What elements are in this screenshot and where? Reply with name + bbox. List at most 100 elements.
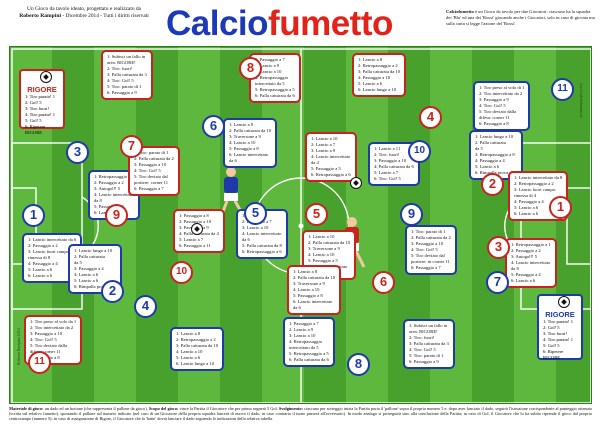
football-icon <box>191 223 203 235</box>
player-number-n9r[interactable]: 9 <box>105 204 128 227</box>
player-number-n3b[interactable]: 3 <box>66 141 89 164</box>
rigore-line: 4: Tiro parato! 1 <box>543 337 573 342</box>
card-line: 1: Lancio a 8 <box>229 122 254 127</box>
player-number-n11r[interactable]: 11 <box>28 351 51 374</box>
player-number-n1b[interactable]: 1 <box>22 204 45 227</box>
card-line: 3: Lancio fuori campo: <box>28 249 71 254</box>
card-line: 6: Rimpalla prova da 9 <box>74 284 117 289</box>
footer-heading: Svolgimento: <box>278 406 303 411</box>
player-number-n5r[interactable]: 5 <box>305 203 328 226</box>
card-line: 1: Tiro: parato di 1 <box>134 150 169 155</box>
card-line: 1: Tiro: parato di 1 <box>411 229 446 234</box>
card-line: 1: Tiro preso al volo di 1 <box>479 85 525 90</box>
card-line: 3: Palla catturata da 10 <box>358 69 401 74</box>
card-line: 5: Lancio a 7 <box>374 170 399 175</box>
card-line: 5: Tiro: parato di 1 <box>107 84 142 89</box>
card-line: 3: Lancio a 10 <box>255 69 282 74</box>
card-line: 5: Tiro deviato dalla <box>30 343 68 348</box>
player-number-n4[interactable]: 4 <box>419 106 442 129</box>
player-number-n9b[interactable]: 9 <box>400 203 423 226</box>
card-line: 2: Tiro: fuori! <box>374 152 400 157</box>
card-line: 6: Lancio lungo a 10 <box>176 361 215 366</box>
card-line: 4: Lancio intercettato <box>511 260 551 265</box>
card-line: difesa: corner 11 <box>30 349 61 354</box>
card-line: rimessa di 8 <box>28 255 51 260</box>
card-line: 4: Passaggio a 4 <box>28 261 58 266</box>
card-line: 3: Traversone a 9 <box>293 281 325 286</box>
card-line: 1: Lancio intercettato da 8 <box>514 175 563 180</box>
card-line: 4: Lancio intercettato <box>94 192 134 197</box>
card-line: 5: Tiro deviato dal <box>134 174 168 179</box>
card-line: 1: Lancio a 11 <box>374 146 401 151</box>
card-line: 3: Passaggio a 10 <box>374 158 407 163</box>
rigore-line: 6: Ripetere RIGORE <box>25 124 46 135</box>
card-line: difesa: corner 11 <box>479 115 510 120</box>
action-card-r10: 1: Passaggio a 82: Passaggio a 103: Pass… <box>173 209 225 253</box>
card-line: 5: Retropassaggio a 5 <box>255 87 295 92</box>
card-line: 6: Lancio intercettato <box>293 299 333 304</box>
player-number-n10b[interactable]: 10 <box>408 140 431 163</box>
player-number-n4b[interactable]: 4 <box>134 295 157 318</box>
card-line: 6: Passaggio a 8 <box>479 121 509 126</box>
card-line: intercettato da 5 <box>289 345 319 350</box>
card-line: 5: Passaggio a 5 <box>308 258 338 263</box>
card-line: 5: Tiro deviato dalla <box>479 109 517 114</box>
card-line: 3: Autogol!! 5 <box>94 186 121 191</box>
player-number-n7b[interactable]: 7 <box>486 271 509 294</box>
player-number-n3r[interactable]: 3 <box>487 236 510 259</box>
desc-title: Calciofumetto <box>446 9 474 14</box>
card-line: 3: Passaggio a 9 <box>479 97 509 102</box>
card-line: da 5 <box>475 146 483 151</box>
rigore-line: 6: Ripetere RIGORE <box>543 349 564 360</box>
footer-heading: Scopo del gioco: <box>148 406 179 411</box>
card-line: 2: Palla catturata da 10 <box>229 128 272 133</box>
card-line: 5: Lancio a 6 <box>176 355 201 360</box>
rigore-title: RIGORE <box>27 85 57 94</box>
player-number-n6[interactable]: 6 <box>202 115 225 138</box>
player-number-n2r[interactable]: 2 <box>481 173 504 196</box>
card-line: 3: Lancio a 10 <box>242 225 269 230</box>
card-line: 4: Passaggio a 4 <box>514 199 544 204</box>
card-line: 1: Lancio a 10 <box>311 136 338 141</box>
player-number-n8[interactable]: 8 <box>239 57 262 80</box>
page-header: Un Gioco da tavolo ideato, progettato e … <box>0 0 600 46</box>
card-line: 4: Tiro: Gol! 5 <box>30 337 57 342</box>
card-line: 3: Lancio fuori campo: <box>514 187 557 192</box>
footer-text: ciascuno per sorteggio inizia la Partita… <box>9 406 592 422</box>
card-line: 1: Passaggio a 8 <box>179 213 209 218</box>
card-line: 1: Tiro preso al volo da 1 <box>30 319 77 324</box>
card-line: da 6 <box>293 305 301 310</box>
player-number-n1r[interactable]: 1 <box>549 196 572 219</box>
card-line: 3: Palla catturata da 3 <box>107 72 147 77</box>
player-number-n11b[interactable]: 11 <box>551 78 574 101</box>
player-number-n7[interactable]: 7 <box>120 135 143 158</box>
footer-text: un dado ed un bottone (che rappresenta i… <box>43 406 149 411</box>
card-line: 6: Lancio a 6 <box>28 273 53 278</box>
footer-heading: Materiale di gioco: <box>9 406 44 411</box>
credit-author: Roberto Rampini <box>19 13 62 19</box>
card-line: 2: Lancio a 9 <box>255 63 280 68</box>
player-number-n5b[interactable]: 5 <box>244 202 267 225</box>
card-line: 2: Tiro intercettato da 2 <box>30 325 74 330</box>
card-line: 2: Tiro: fuori! <box>409 335 435 340</box>
player-number-n8b[interactable]: 8 <box>347 353 370 376</box>
card-line: 5: Lancio a 6 <box>514 205 539 210</box>
rigore-table-right: RIGORE 1: Tiro parato! 1 2: Gol! 5 3: Ti… <box>537 294 583 360</box>
player-number-n2b[interactable]: 2 <box>101 280 124 303</box>
card-line: 1: Lancio intercettato da 6 <box>28 237 77 242</box>
card-line: 5: Passaggio a 4 <box>511 272 541 277</box>
card-line: 1: Passaggio a 7 <box>289 321 319 326</box>
vertical-site-text: www.calciofumetto.it <box>579 83 584 118</box>
card-line: 5: Lancio a 6 <box>74 278 99 283</box>
player-number-n10r[interactable]: 10 <box>170 261 193 284</box>
card-line: 3: Lancio a 9 <box>311 148 336 153</box>
card-line: 2: Lancio a 7 <box>311 142 336 147</box>
card-line: 4: Passaggio a 10 <box>358 75 391 80</box>
card-line: 2: Palla catturata da 10 <box>293 275 336 280</box>
player-number-n6r[interactable]: 6 <box>372 271 395 294</box>
card-line: 5: Passaggio a 5 <box>311 166 341 171</box>
